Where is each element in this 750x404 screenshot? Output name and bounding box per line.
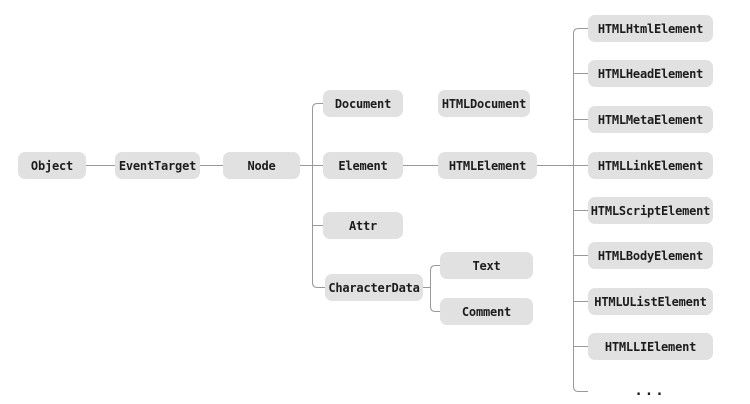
- node-attr: Attr: [323, 212, 403, 239]
- node-htmlmetaelement: HTMLMetaElement: [588, 106, 713, 133]
- node-comment: Comment: [440, 298, 533, 325]
- node-htmlheadelement: HTMLHeadElement: [588, 60, 713, 87]
- node-htmldocument: HTMLDocument: [438, 90, 530, 117]
- node-htmllielement: HTMLLIElement: [588, 333, 713, 360]
- node-htmlelement: HTMLElement: [438, 152, 537, 179]
- node-object: Object: [18, 152, 86, 179]
- node-htmlscriptelement: HTMLScriptElement: [588, 197, 713, 224]
- node-eventtarget: EventTarget: [115, 152, 200, 179]
- more-elements-ellipsis: ...: [634, 382, 666, 399]
- characterdata-children-trunk: [430, 265, 440, 312]
- node-characterdata: CharacterData: [325, 274, 423, 301]
- node-node: Node: [223, 152, 300, 179]
- node-children-trunk: [312, 103, 325, 288]
- node-document: Document: [323, 90, 403, 117]
- node-htmlhtmlelement: HTMLHtmlElement: [588, 15, 713, 42]
- node-htmlulistelement: HTMLUListElement: [588, 288, 713, 315]
- node-element: Element: [323, 152, 403, 179]
- node-htmllinkelement: HTMLLinkElement: [588, 152, 713, 179]
- node-text: Text: [440, 252, 533, 279]
- node-htmlbodyelement: HTMLBodyElement: [588, 242, 713, 269]
- htmlelement-children-stubs: [573, 73, 588, 347]
